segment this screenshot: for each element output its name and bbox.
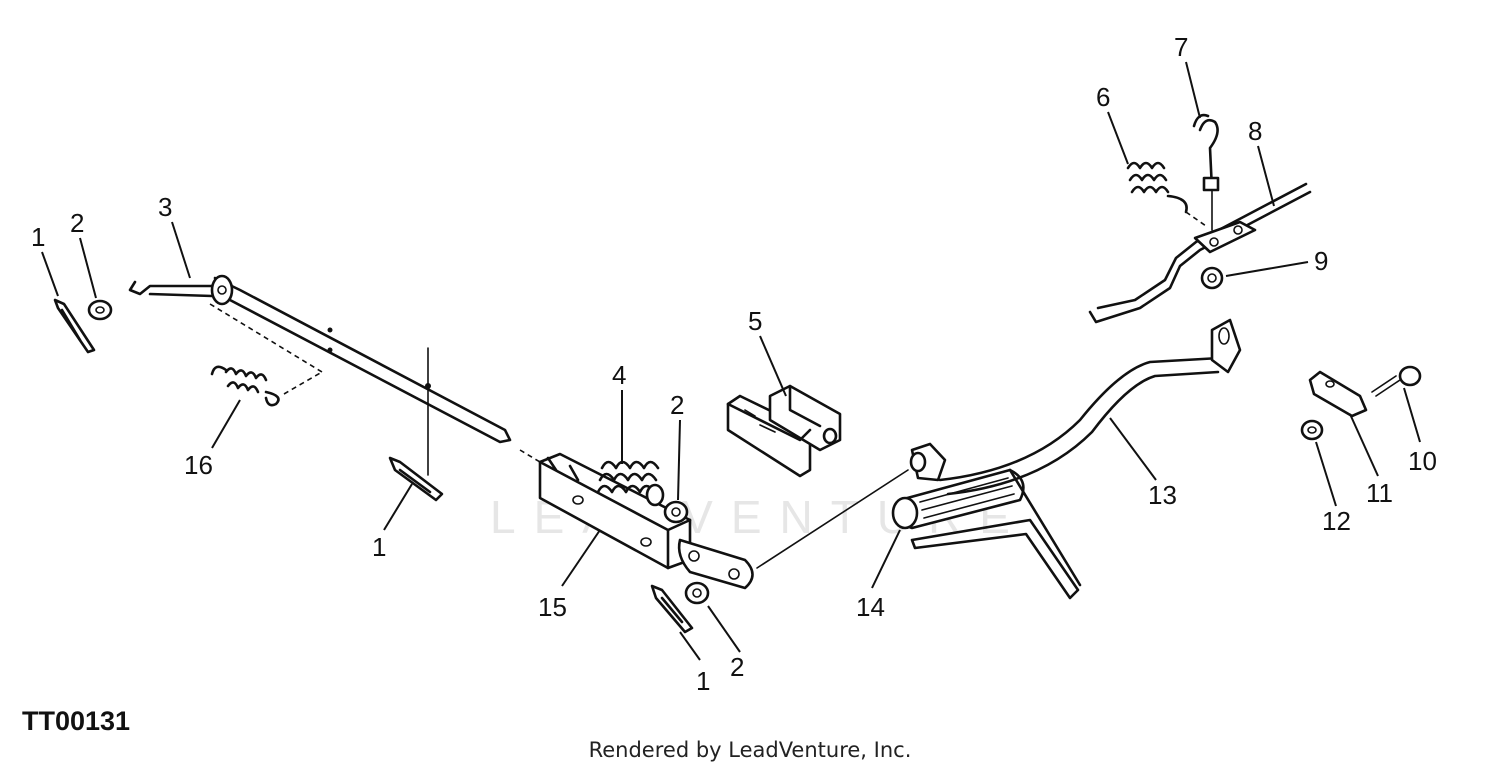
part-9-nut xyxy=(1200,266,1224,290)
part-2-washer-bottom xyxy=(684,581,710,605)
part-1-cotter-pin-left xyxy=(53,298,96,354)
callout-2-top-left: 2 xyxy=(70,208,84,238)
callout-6: 6 xyxy=(1096,82,1110,112)
part-16-spring xyxy=(210,365,323,407)
callout-leaders xyxy=(41,61,1421,661)
part-2-washer-left xyxy=(87,299,113,321)
callout-13: 13 xyxy=(1148,480,1177,510)
callout-4: 4 xyxy=(612,360,626,390)
callout-2-center: 2 xyxy=(670,390,684,420)
callout-10: 10 xyxy=(1408,446,1437,476)
part-11-clip xyxy=(1308,370,1368,418)
callout-9: 9 xyxy=(1314,246,1328,276)
callout-2-bottom: 2 xyxy=(730,652,744,682)
part-6-spring xyxy=(1126,161,1207,227)
callout-14: 14 xyxy=(856,592,885,622)
callout-1-bottom: 1 xyxy=(696,666,710,696)
part-5-switch xyxy=(726,384,842,478)
callout-3: 3 xyxy=(158,192,172,222)
part-4-spring xyxy=(596,460,665,507)
render-credit: Rendered by LeadVenture, Inc. xyxy=(588,738,912,762)
part-1-cotter-pin-bottom xyxy=(650,584,694,634)
callout-7: 7 xyxy=(1174,32,1188,62)
callout-5: 5 xyxy=(748,306,762,336)
part-14-pedal-pad xyxy=(756,442,1025,569)
part-10-screw xyxy=(1371,365,1422,397)
callout-1-center: 1 xyxy=(372,532,386,562)
part-13-pedal-arm xyxy=(910,318,1242,600)
part-3-linkage-rod xyxy=(128,274,512,476)
callout-8: 8 xyxy=(1248,116,1262,146)
callout-1-top-left: 1 xyxy=(31,222,45,252)
callout-16: 16 xyxy=(184,450,213,480)
part-12-nut xyxy=(1300,419,1324,441)
figure-id: TT00131 xyxy=(22,706,131,736)
part-15-bracket xyxy=(519,449,754,590)
callout-15: 15 xyxy=(538,592,567,622)
callout-12: 12 xyxy=(1322,506,1351,536)
part-2-washer-center xyxy=(663,500,689,524)
part-8-upper-rod xyxy=(1088,182,1312,324)
part-7-hook-rod xyxy=(1192,113,1220,231)
callout-11: 11 xyxy=(1366,478,1393,508)
callout-labels: 1 2 3 16 1 4 2 5 15 1 2 14 13 6 7 8 9 10… xyxy=(31,32,1437,696)
part-1-cotter-pin-center xyxy=(388,456,444,502)
